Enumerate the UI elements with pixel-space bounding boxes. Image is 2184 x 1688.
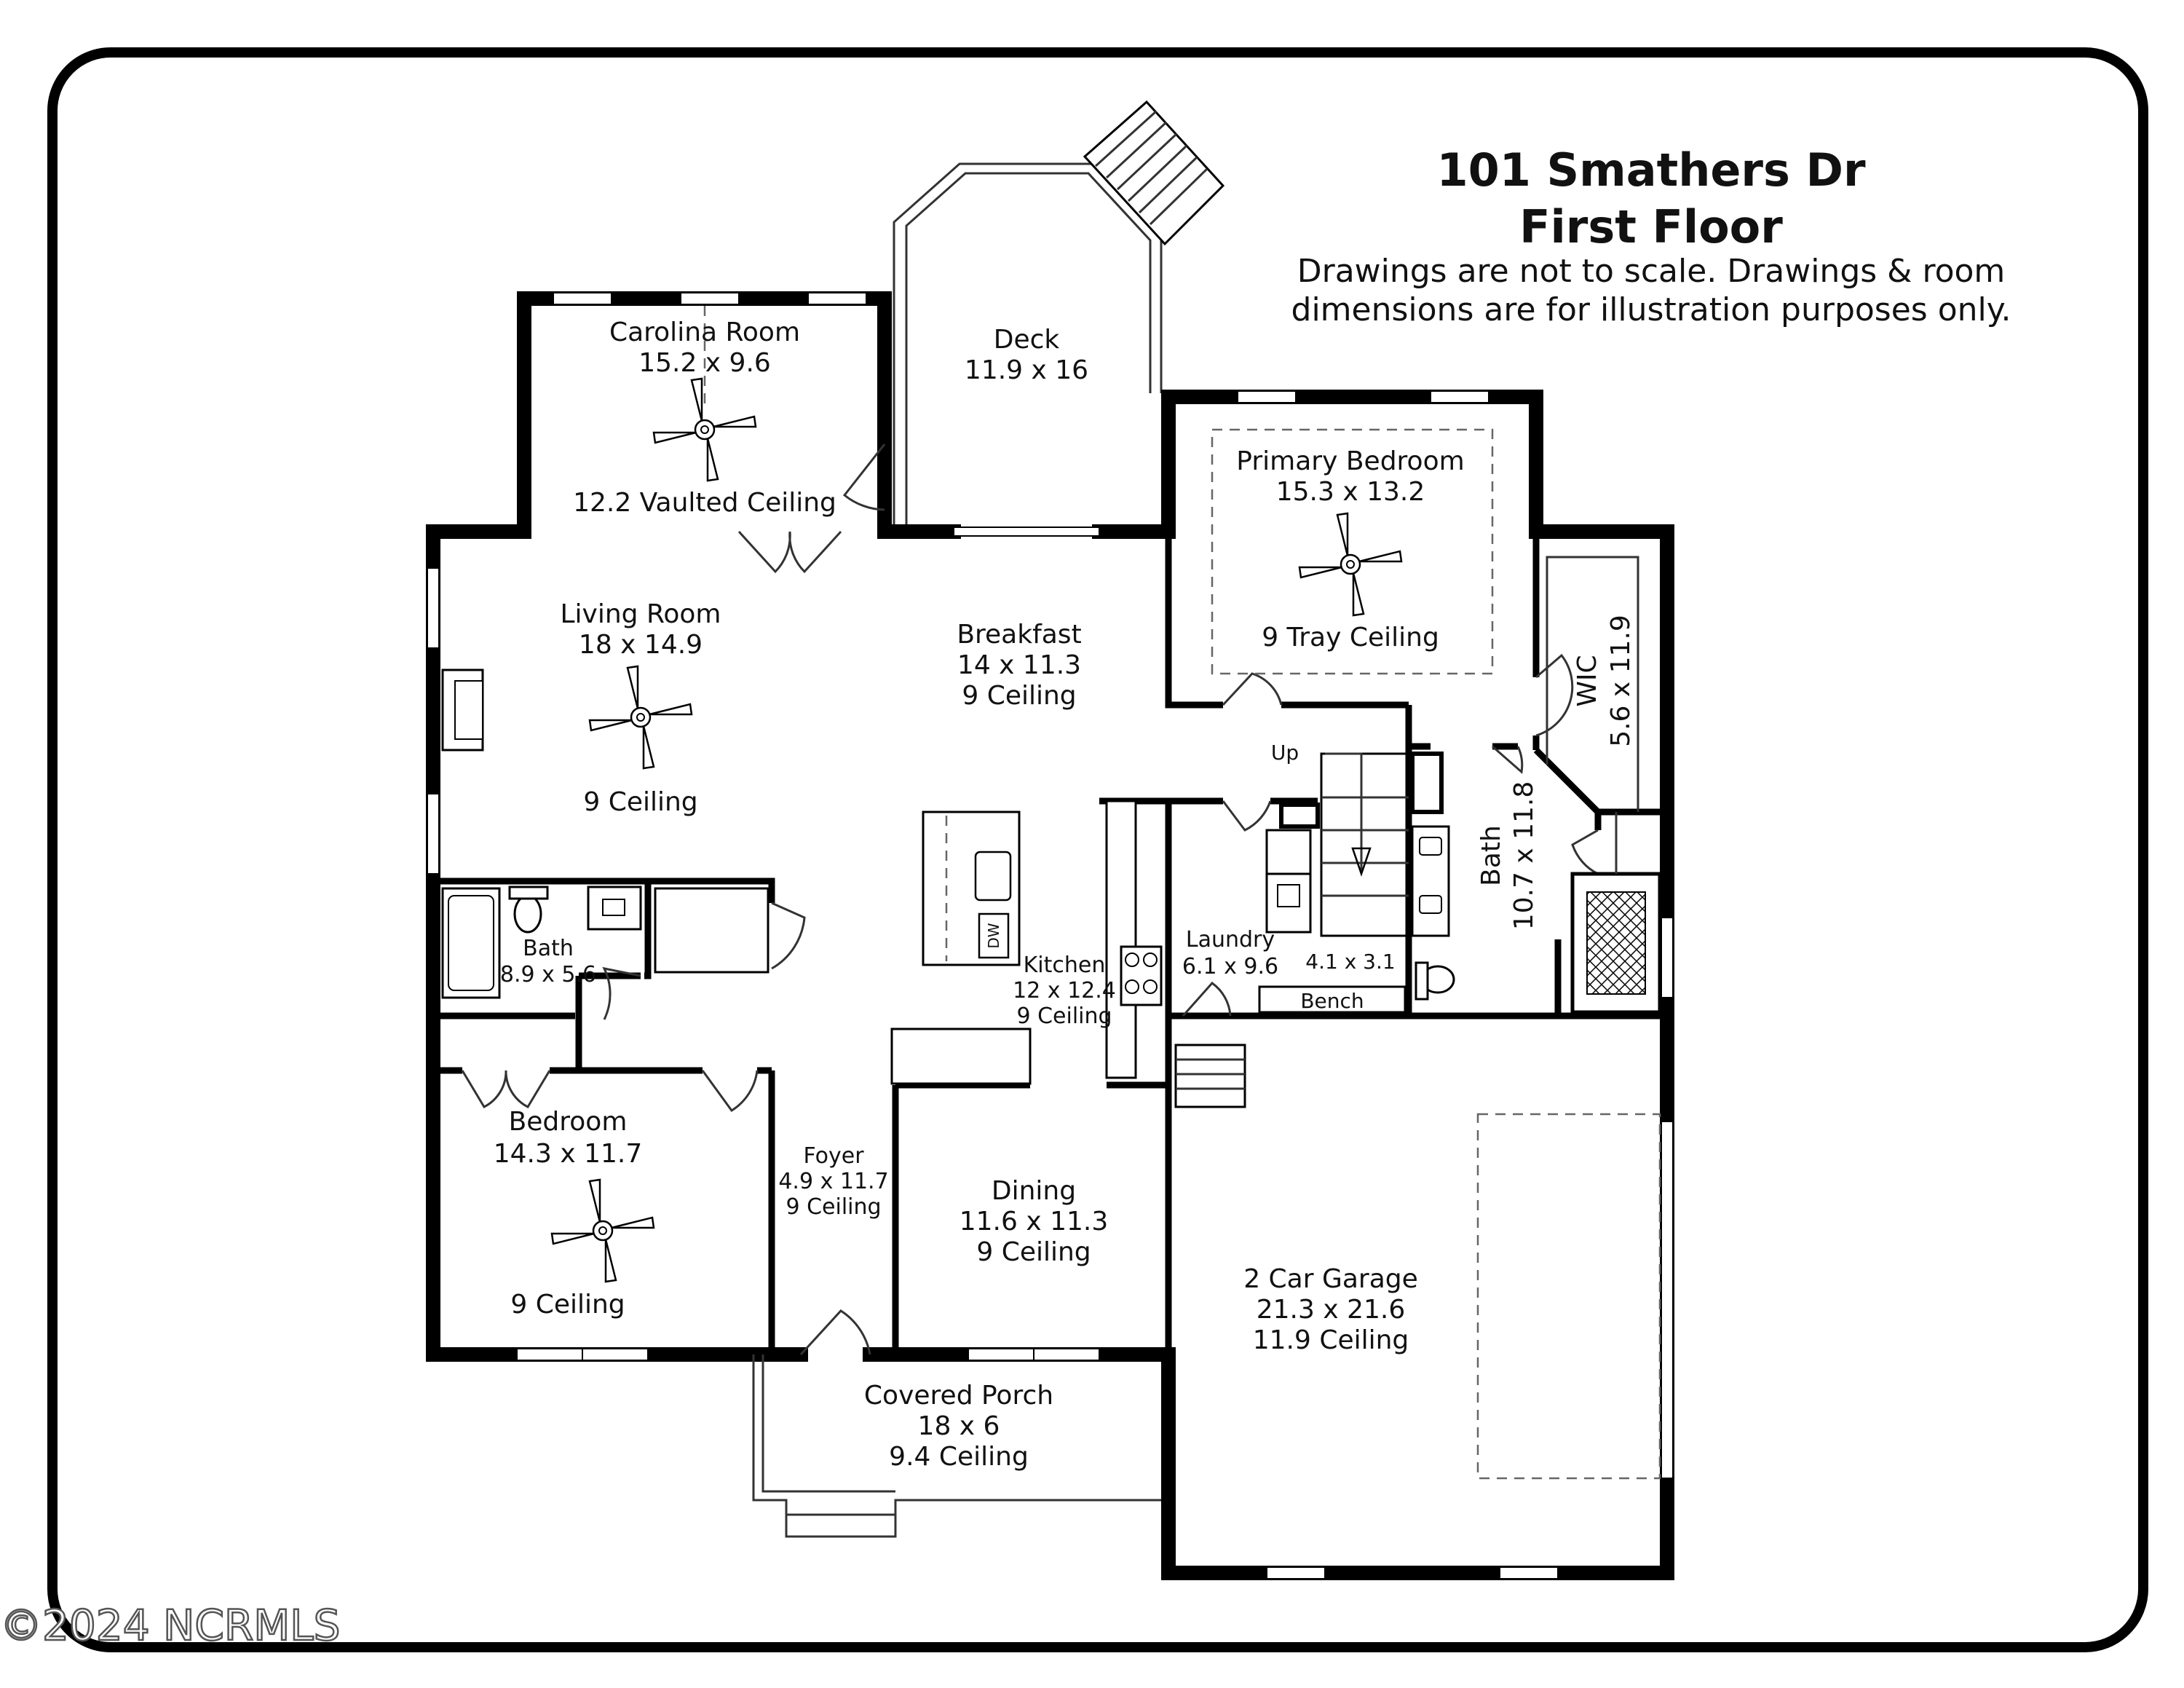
ceiling-fan-icon [1298,512,1403,617]
room-dims: 15.2 x 9.6 [638,348,771,378]
ceiling-fan-icon [550,1178,655,1283]
room-name: 2 Car Garage [1243,1264,1418,1294]
room-name: Dining [992,1176,1076,1206]
dryer [1265,872,1312,934]
dishwasher-label: DW [985,923,1002,948]
room-ceiling: 9 Ceiling [1016,1003,1112,1029]
room-name: Kitchen [1024,953,1106,978]
bath-sink [587,886,642,931]
watermark: ©2024 NCRMLS [0,1601,340,1650]
washer [1265,829,1312,875]
room-dims: 6.1 x 9.6 [1182,954,1278,979]
doors [461,443,1599,1356]
room-ceiling: 11.9 Ceiling [1253,1325,1409,1355]
dishwasher [978,912,1010,959]
room-dims: 5.6 x 11.9 [1606,615,1636,747]
disclaimer-line-1: Drawings are not to scale. Drawings & ro… [1297,253,2006,290]
windows [427,292,1674,1579]
shower [1570,872,1662,1014]
vanity [1411,825,1450,937]
staircase [1320,752,1410,937]
room-name: Bath [523,936,574,961]
range [1120,945,1163,1006]
room-ceiling: 9 Ceiling [962,681,1076,711]
room-name: Breakfast [957,620,1081,650]
ceiling-fan-icon [652,377,757,482]
room-name: Deck [994,325,1060,355]
room-ceiling: 9 Ceiling [976,1237,1091,1267]
room-dims: 21.3 x 21.6 [1257,1295,1406,1325]
room-ceiling: 12.2 Vaulted Ceiling [573,488,836,518]
room-dims: 10.7 x 11.8 [1509,781,1539,931]
toilet [513,894,542,934]
room-dims: 12 x 12.4 [1013,978,1116,1003]
room-name: Living Room [561,599,721,629]
floor-title: First Floor [1519,200,1783,253]
room-name: Primary Bedroom [1236,446,1464,476]
room-dims: 14.3 x 11.7 [494,1139,643,1169]
room-dims: 18 x 14.9 [579,630,703,660]
room-ceiling: 9.4 Ceiling [889,1442,1029,1472]
room-dims: 14 x 11.3 [957,650,1081,680]
room-dims: 4.9 x 11.7 [778,1169,888,1194]
room-ceiling: 9 Ceiling [510,1290,625,1320]
room-dims: 11.9 x 16 [965,355,1088,385]
fixtures [441,306,1662,1538]
room-name: WIC [1572,655,1602,706]
room-ceiling: 9 Tray Ceiling [1262,623,1439,652]
stairs-up-label: Up [1271,741,1299,765]
interior-walls [433,532,1667,1354]
bathtub [441,887,501,999]
room-dims: 4.1 x 3.1 [1305,950,1395,974]
deck-stairs [1083,100,1225,246]
room-dims: 11.6 x 11.3 [960,1207,1109,1237]
room-dims: 15.3 x 13.2 [1276,477,1425,507]
address-title: 101 Smathers Dr [1436,143,1865,197]
disclaimer-line-2: dimensions are for illustration purposes… [1291,291,2011,328]
garage-steps [1174,1044,1246,1108]
room-ceiling: 9 Ceiling [786,1194,881,1220]
room-name: Bedroom [509,1107,628,1137]
room-name: Bath [1476,825,1506,886]
room-name: Laundry [1186,927,1275,953]
room-name: Covered Porch [864,1381,1053,1411]
room-name: Foyer [803,1143,864,1169]
room-ceiling: 9 Ceiling [583,787,697,817]
room-dims: 18 x 6 [918,1411,1000,1441]
kitchen-sink [974,851,1012,902]
deck-outline [893,100,1225,532]
room-dims: 8.9 x 5.6 [500,962,596,987]
room-name: Carolina Room [609,318,800,347]
ceiling-fan-icon [588,665,693,770]
bench-label: Bench [1300,989,1364,1013]
frame-border [47,47,2148,1652]
